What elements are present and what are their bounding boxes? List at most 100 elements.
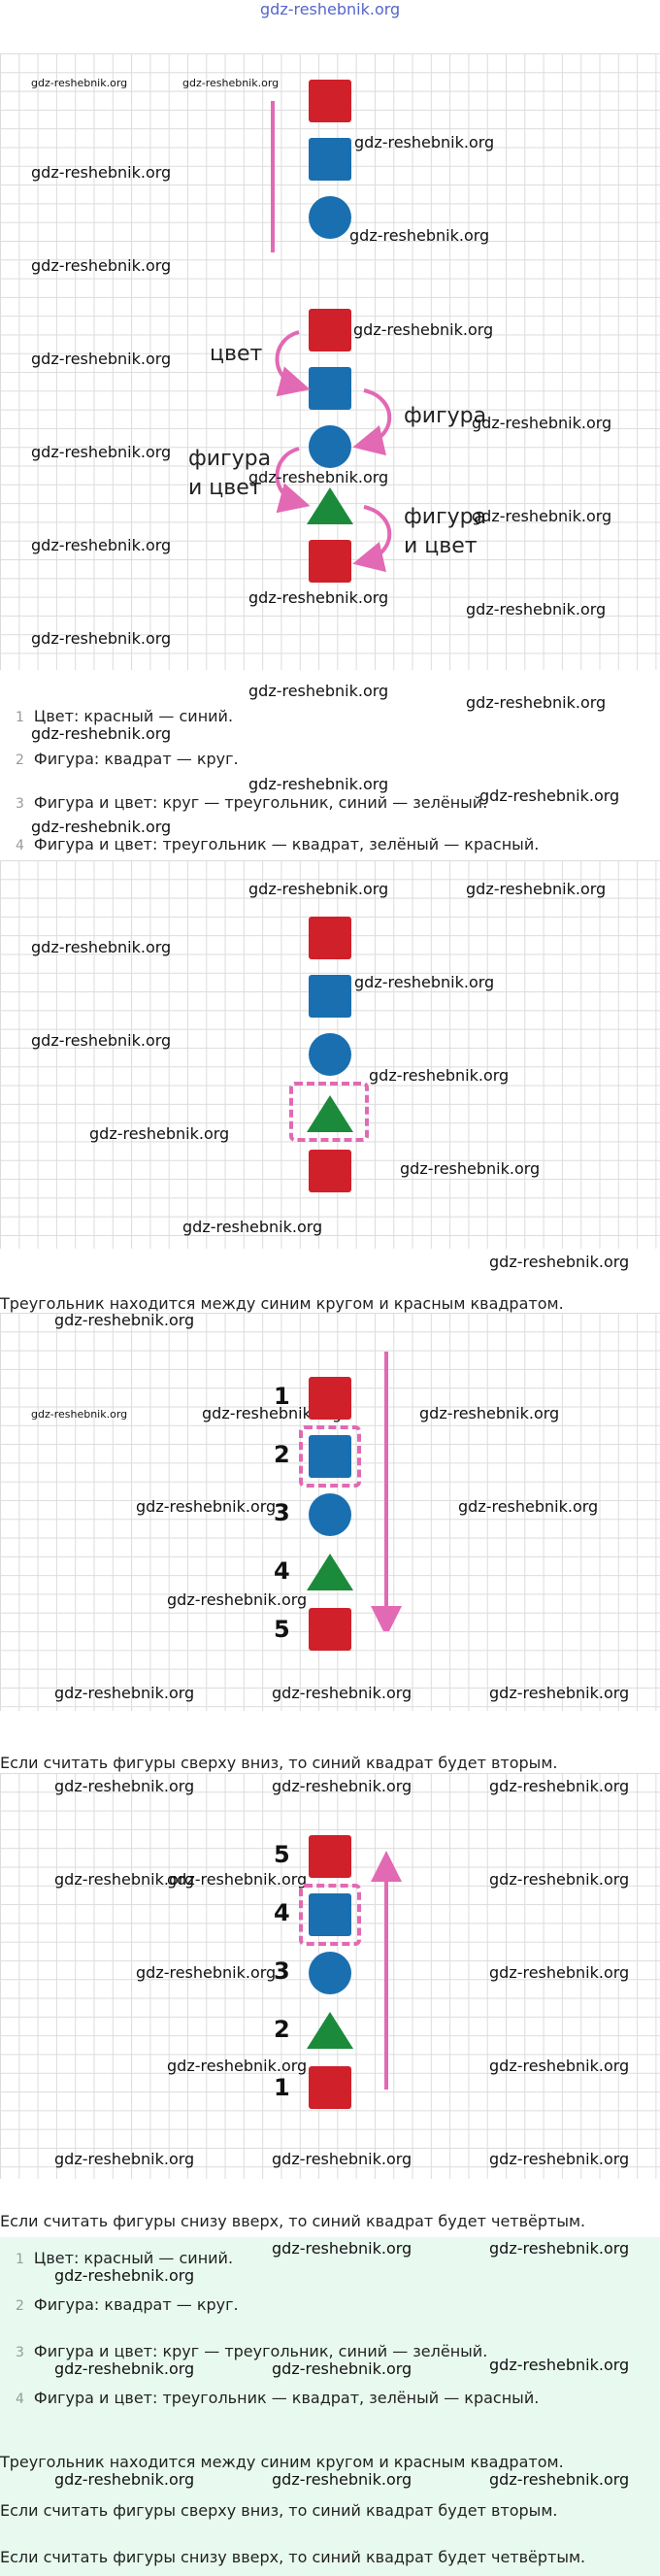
blue-square [309,138,351,181]
red-square [309,1835,351,1878]
watermark: gdz-reshebnik.org [272,2470,412,2489]
red-square [309,540,351,583]
watermark: gdz-reshebnik.org [136,1963,277,1982]
highlight-blue-square [299,1425,361,1488]
label-shape: фигура [404,404,487,428]
watermark: gdz-reshebnik.org [54,2150,195,2168]
watermark: gdz-reshebnik.org [354,133,495,151]
watermark: gdz-reshebnik.org [400,1159,541,1178]
highlight-triangle [289,1082,369,1142]
watermark: gdz-reshebnik.org [272,1684,412,1702]
green-triangle [307,487,353,524]
watermark: gdz-reshebnik.org [31,443,172,461]
watermark: gdz-reshebnik.org [489,2057,630,2075]
arrow-up [371,1851,402,2090]
watermark: gdz-reshebnik.org [349,226,490,245]
order-number: 4 [274,1899,290,1926]
watermark: gdz-reshebnik.org [489,1253,630,1271]
watermark: gdz-reshebnik.org [167,2057,308,2075]
caption-triangle: Треугольник находится между синим кругом… [0,1294,564,1313]
green-triangle [307,2012,353,2049]
watermark: gdz-reshebnik.org [54,2266,195,2285]
watermark: gdz-reshebnik.org [458,1497,599,1516]
header-watermark: gdz-reshebnik.org [260,0,401,18]
arrow-down [371,1352,402,1631]
watermark: gdz-reshebnik.org [272,2150,412,2168]
label-shape-color-2: и цвет [404,534,478,558]
watermark: gdz-reshebnik.org [466,880,607,898]
red-square [309,1150,351,1192]
watermark: gdz-reshebnik.org [167,1870,308,1889]
red-square [309,309,351,351]
watermark: gdz-reshebnik.org [466,693,607,712]
watermark: gdz-reshebnik.org [489,1777,630,1795]
caption-top-down: Если считать фигуры сверху вниз, то сини… [0,1754,558,1772]
chain-arrows [275,330,392,573]
blue-circle [309,1952,351,1994]
order-number: 1 [274,1383,290,1410]
blue-circle [309,1033,351,1076]
watermark: gdz-reshebnik.org [31,629,172,648]
watermark: gdz-reshebnik.org [248,682,389,700]
watermark: gdz-reshebnik.org [31,938,172,956]
watermark: gdz-reshebnik.org [31,77,128,89]
watermark: gdz-reshebnik.org [54,1684,195,1702]
answer-line-2: Если считать фигуры сверху вниз, то сини… [0,2501,558,2520]
order-number: 2 [274,1441,290,1468]
watermark: gdz-reshebnik.org [202,1404,343,1422]
watermark: gdz-reshebnik.org [489,2356,630,2374]
watermark: gdz-reshebnik.org [479,786,620,805]
watermark: gdz-reshebnik.org [248,775,389,793]
order-number: 4 [274,1557,290,1585]
watermark: gdz-reshebnik.org [272,1777,412,1795]
watermark: gdz-reshebnik.org [167,1590,308,1609]
watermark: gdz-reshebnik.org [489,2239,630,2258]
label-shape-color-1: фигура [188,447,272,471]
watermark: gdz-reshebnik.org [466,600,607,619]
watermark: gdz-reshebnik.org [182,1218,323,1236]
highlight-blue-square [299,1884,361,1946]
watermark: gdz-reshebnik.org [31,536,172,554]
blue-square [309,1893,351,1936]
watermark: gdz-reshebnik.org [353,320,494,339]
watermark: gdz-reshebnik.org [31,818,172,836]
order-number: 2 [274,2016,290,2043]
red-square [309,1377,351,1420]
blue-square [309,1435,351,1478]
watermark: gdz-reshebnik.org [54,2470,195,2489]
blue-circle [309,1493,351,1536]
green-triangle [307,1095,353,1132]
order-number: 1 [274,2074,290,2101]
watermark: gdz-reshebnik.org [89,1124,230,1143]
watermark: gdz-reshebnik.org [136,1497,277,1516]
watermark: gdz-reshebnik.org [54,1311,195,1329]
watermark: gdz-reshebnik.org [248,468,389,486]
label-shape-color-2: и цвет [188,476,262,500]
blue-square [309,367,351,410]
watermark: gdz-reshebnik.org [248,588,389,607]
watermark: gdz-reshebnik.org [31,724,172,743]
watermark: gdz-reshebnik.org [489,2150,630,2168]
watermark: gdz-reshebnik.org [489,1963,630,1982]
watermark: gdz-reshebnik.org [54,2359,195,2378]
watermark: gdz-reshebnik.org [489,1870,630,1889]
watermark: gdz-reshebnik.org [272,2239,412,2258]
watermark: gdz-reshebnik.org [31,1031,172,1050]
watermark: gdz-reshebnik.org [31,350,172,368]
label-color: цвет [210,342,263,366]
watermark: gdz-reshebnik.org [31,1408,128,1421]
red-square [309,2066,351,2109]
watermark: gdz-reshebnik.org [354,973,495,991]
answer-block [0,2237,660,2576]
red-square [309,917,351,959]
order-number: 3 [274,1957,290,1985]
answer-line-3: Если считать фигуры снизу вверх, то сини… [0,2548,586,2566]
watermark: gdz-reshebnik.org [272,2359,412,2378]
